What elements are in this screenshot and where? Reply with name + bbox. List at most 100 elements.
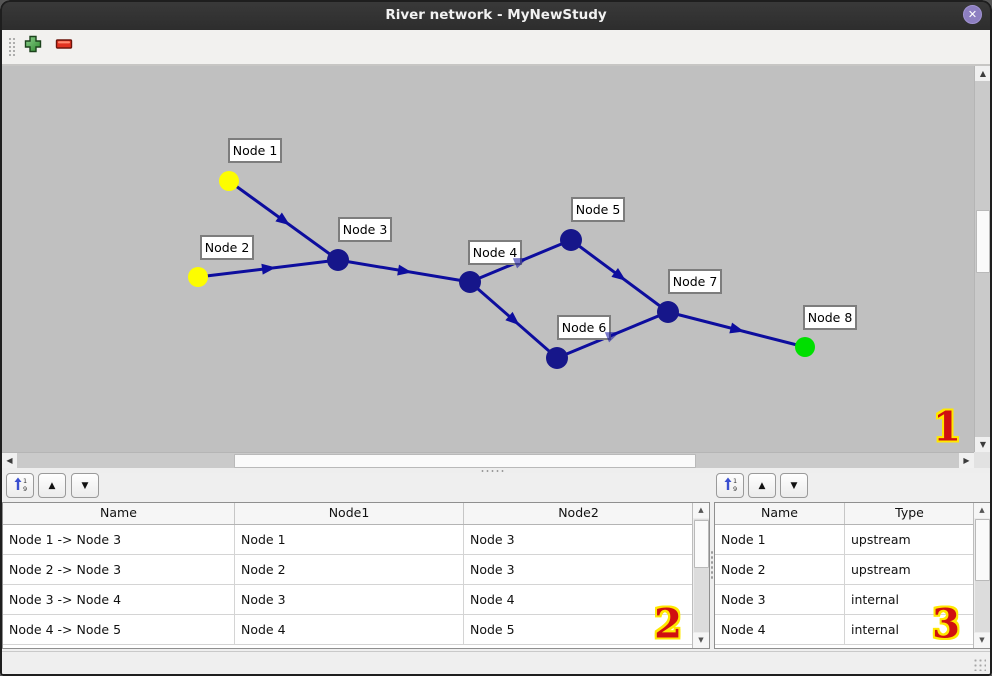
table-cell[interactable]: Node 4 -> Node 5 [3,615,235,645]
node-label: Node 1 [233,143,278,158]
node-move-down-button[interactable]: ▼ [780,473,808,498]
flow-arrow-icon [729,322,745,334]
node-label: Node 2 [205,240,250,255]
scroll-down-icon[interactable]: ▼ [693,633,709,648]
table-cell[interactable]: Node 1 [235,525,464,555]
annotation-number: 1 [933,403,961,451]
node-label-box [228,138,282,163]
table-cell[interactable]: Node 1 -> Node 3 [3,525,235,555]
reach-table-header: Name Node1 Node2 [3,503,709,525]
add-reach-button[interactable] [21,34,45,58]
node-label: Node 3 [343,222,388,237]
table-cell[interactable]: Node 2 [715,555,845,585]
sort-numeric-icon: 1 9 [13,477,28,495]
scroll-down-icon[interactable]: ▼ [974,633,990,648]
network-node-upstream[interactable] [219,171,239,191]
table-cell[interactable]: upstream [845,525,974,555]
table-cell[interactable]: Node 4 [464,585,693,615]
node-table-scrollbar[interactable]: ▲ ▼ [973,503,990,648]
column-header[interactable]: Type [895,505,924,520]
vertical-splitter[interactable] [709,502,715,649]
remove-reach-button[interactable] [52,34,76,58]
table-cell[interactable]: Node 3 [235,585,464,615]
network-node-internal[interactable] [560,229,582,251]
column-header[interactable]: Node1 [235,503,464,524]
triangle-down-icon: ▼ [790,480,798,491]
network-node-internal[interactable] [327,249,349,271]
table-cell[interactable]: upstream [845,555,974,585]
table-cell[interactable]: Node 4 [235,615,464,645]
table-cell[interactable]: Node 2 -> Node 3 [3,555,235,585]
node-label: Node 5 [576,202,621,217]
table-cell[interactable]: internal [845,585,974,615]
horizontal-splitter[interactable] [2,468,990,473]
canvas-horizontal-scrollbar[interactable]: ◀ ▶ [2,452,974,468]
table-scroll-thumb[interactable] [975,519,990,581]
column-header[interactable]: Name [715,503,845,524]
scroll-track[interactable] [975,519,990,632]
close-icon[interactable]: ✕ [963,5,982,24]
table-cell[interactable]: Node 3 [464,525,693,555]
canvas-vertical-scrollbar[interactable]: ▲ ▼ [974,66,991,452]
flow-arrow-icon [261,263,276,275]
node-sort-button[interactable]: 1 9 [716,473,744,498]
splitter-dots-icon [480,469,506,472]
minus-icon [55,35,73,57]
table-scroll-thumb[interactable] [694,520,709,568]
table-cell[interactable]: Node 2 [235,555,464,585]
table-cell[interactable]: Node 3 -> Node 4 [3,585,235,615]
network-node-downstream[interactable] [795,337,815,357]
node-label-box [338,217,392,242]
network-node-upstream[interactable] [188,267,208,287]
reach-table-scrollbar[interactable]: ▲ ▼ [692,503,709,648]
table-cell[interactable]: Node 3 [464,555,693,585]
node-move-up-button[interactable]: ▲ [748,473,776,498]
scroll-up-icon[interactable]: ▲ [975,66,991,81]
table-cell[interactable]: Node 1 [715,525,845,555]
reach-move-down-button[interactable]: ▼ [71,473,99,498]
title-bar[interactable]: River network - MyNewStudy ✕ [0,0,992,30]
node-label-box [571,197,625,222]
node-table-header: Name Type [715,503,990,525]
annotation-number: 3 [932,600,960,648]
scroll-up-icon[interactable]: ▲ [974,503,990,518]
flow-arrow-icon [512,257,528,269]
network-node-internal[interactable] [459,271,481,293]
scroll-down-icon[interactable]: ▼ [975,437,991,452]
main-toolbar [2,30,990,66]
reach-move-up-button[interactable]: ▲ [38,473,66,498]
annotation-number: 2 [654,600,682,648]
scroll-up-icon[interactable]: ▲ [693,503,709,518]
table-cell[interactable]: Node 3 [715,585,845,615]
table-cell[interactable]: Node 5 [464,615,693,645]
scroll-left-icon[interactable]: ◀ [2,453,17,468]
table-cell[interactable]: Node 4 [715,615,845,645]
resize-grip-icon[interactable] [973,658,986,671]
node-label-box [803,305,857,330]
scroll-right-icon[interactable]: ▶ [959,453,974,468]
triangle-up-icon: ▲ [758,480,766,491]
horizontal-scroll-thumb[interactable] [234,454,696,468]
node-label: Node 6 [562,320,607,335]
scroll-track[interactable] [694,519,709,632]
column-header[interactable]: Node2 [558,505,599,520]
network-node-internal[interactable] [657,301,679,323]
toolbar-drag-handle-icon[interactable] [8,37,15,57]
node-label-box [668,269,722,294]
vertical-scroll-thumb[interactable] [976,210,990,273]
network-node-internal[interactable] [546,347,568,369]
table-cell[interactable]: internal [845,615,974,645]
column-header[interactable]: Name [3,503,235,524]
reach-sort-button[interactable]: 1 9 [6,473,34,498]
